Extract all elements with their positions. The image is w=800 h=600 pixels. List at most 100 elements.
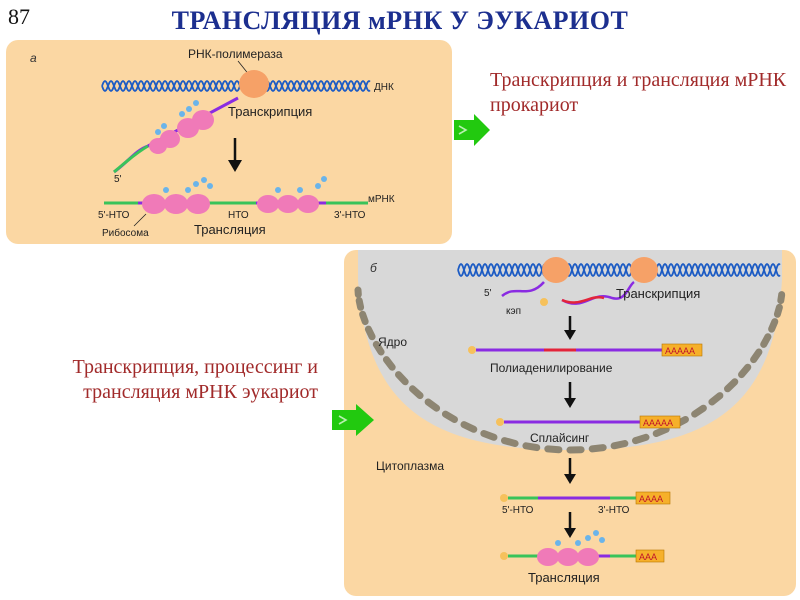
- membrane-segment: [372, 340, 385, 356]
- nuclear-membrane: [354, 286, 786, 454]
- peptide-bead: [599, 537, 605, 543]
- pointer-arrow-eukaryote: [332, 404, 374, 436]
- peptide-bead: [575, 540, 581, 546]
- peptide-bead: [186, 106, 192, 112]
- peptide-bead: [185, 187, 191, 193]
- membrane-segment: [773, 303, 783, 318]
- polyadenylation-label: Полиаденилирование: [490, 361, 613, 375]
- polya-tail-text: AAAAA: [643, 418, 673, 428]
- membrane-segment: [355, 297, 365, 311]
- polya-tail: [639, 415, 681, 429]
- peptide-bead: [321, 176, 327, 182]
- polya-tail-text: AAAAA: [665, 346, 695, 356]
- dna-helix: [101, 80, 371, 92]
- peptide-bead: [207, 183, 213, 189]
- intron-segment: [561, 296, 605, 304]
- dna-strand: [101, 80, 371, 92]
- ribosome: [297, 195, 319, 213]
- ribosome-pointer: [133, 213, 147, 227]
- dna-helix: [457, 263, 781, 277]
- panel-prokaryote: а РНК-полимераза ДНК Транскрипция 5': [6, 40, 452, 244]
- membrane-segment: [738, 363, 752, 379]
- membrane-segment: [768, 318, 779, 333]
- peptide-bead: [155, 129, 161, 135]
- peptide-bead: [193, 100, 199, 106]
- caption-eukaryote: Транскрипция, процессинг и трансляция мР…: [72, 356, 319, 403]
- five-prime-label: 5': [484, 288, 492, 299]
- membrane-segment: [382, 356, 396, 371]
- dna-label: ДНК: [374, 82, 394, 93]
- membrane-segment: [691, 404, 707, 418]
- peptide-bead: [163, 187, 169, 193]
- membrane-segment: [522, 442, 541, 452]
- peptide-bead: [179, 111, 185, 117]
- membrane-segment: [750, 348, 763, 364]
- ribosome: [257, 195, 279, 213]
- membrane-segment: [460, 421, 478, 433]
- eukaryote-diagram: б 5' кэп Транскрипция Ядро AAAAA По: [354, 250, 786, 585]
- translation-label: Трансляция: [194, 222, 266, 237]
- ribosome: [186, 194, 210, 214]
- transcription-label: Транскрипция: [228, 104, 312, 119]
- polya-tail: [661, 343, 703, 357]
- peptide-bead: [315, 183, 321, 189]
- membrane-segment: [777, 291, 786, 305]
- cap-structure: [496, 418, 504, 426]
- cap-structure: [500, 494, 508, 502]
- ribosome: [160, 130, 180, 148]
- panel-a-letter: а: [30, 51, 37, 65]
- arrow-down: [564, 398, 576, 408]
- membrane-segment: [632, 433, 650, 445]
- peptide-bead: [593, 530, 599, 536]
- ribosomes-mature: [142, 176, 327, 214]
- chevron-right-icon: [338, 415, 348, 425]
- arrow-down: [564, 528, 576, 538]
- cap-structure: [540, 298, 548, 306]
- nucleus-label: Ядро: [378, 335, 407, 349]
- peptide-bead: [193, 181, 199, 187]
- polya-tail-text: AAAA: [639, 494, 663, 504]
- arrow-down: [564, 474, 576, 484]
- panel-b-letter: б: [370, 261, 378, 275]
- membrane-segment: [610, 440, 629, 450]
- nascent-mrna-utr: [113, 144, 149, 174]
- dna-strand: [101, 80, 371, 92]
- chevron-right-icon: [458, 125, 468, 135]
- translation-label: Трансляция: [528, 570, 600, 585]
- membrane-segment: [708, 392, 724, 406]
- five-prime-label: 5': [114, 174, 122, 185]
- rna-polymerase: [630, 257, 658, 283]
- arrow-down: [564, 330, 576, 340]
- nascent-transcript: [501, 281, 545, 298]
- ribosome-label: Рибосома: [102, 227, 149, 239]
- rna-polymerase: [542, 257, 570, 283]
- membrane-segment: [359, 310, 369, 326]
- ribosomes-eukaryote: [537, 530, 605, 566]
- ribosome: [557, 548, 579, 566]
- membrane-segment: [760, 333, 772, 348]
- rna-polymerase: [239, 70, 269, 98]
- membrane-segment: [395, 371, 409, 386]
- polya-tail: [635, 549, 665, 563]
- ribosome: [537, 548, 559, 566]
- membrane-segment: [652, 425, 670, 437]
- process-arrows: [564, 316, 576, 538]
- peptide-bead: [201, 177, 207, 183]
- ribosome: [277, 195, 299, 213]
- cap-structure: [468, 346, 476, 354]
- three-utr-label: 3'-НТО: [598, 505, 630, 516]
- ribosome: [142, 194, 166, 214]
- polya-tail-text: AAA: [639, 552, 657, 562]
- dna-strand: [457, 263, 781, 277]
- five-utr-label: 5'-НТО: [502, 505, 534, 516]
- membrane-segment: [409, 385, 424, 400]
- peptide-bead: [275, 187, 281, 193]
- inter-utr-label: НТО: [228, 210, 249, 221]
- prokaryote-diagram: а РНК-полимераза ДНК Транскрипция 5': [30, 47, 395, 239]
- membrane-segment: [544, 445, 563, 454]
- green-arrow-icon: [454, 114, 490, 146]
- peptide-bead: [585, 535, 591, 541]
- membrane-segment: [424, 398, 441, 412]
- cytoplasm-label: Цитоплазма: [376, 459, 444, 473]
- slide-number: 87: [8, 4, 30, 29]
